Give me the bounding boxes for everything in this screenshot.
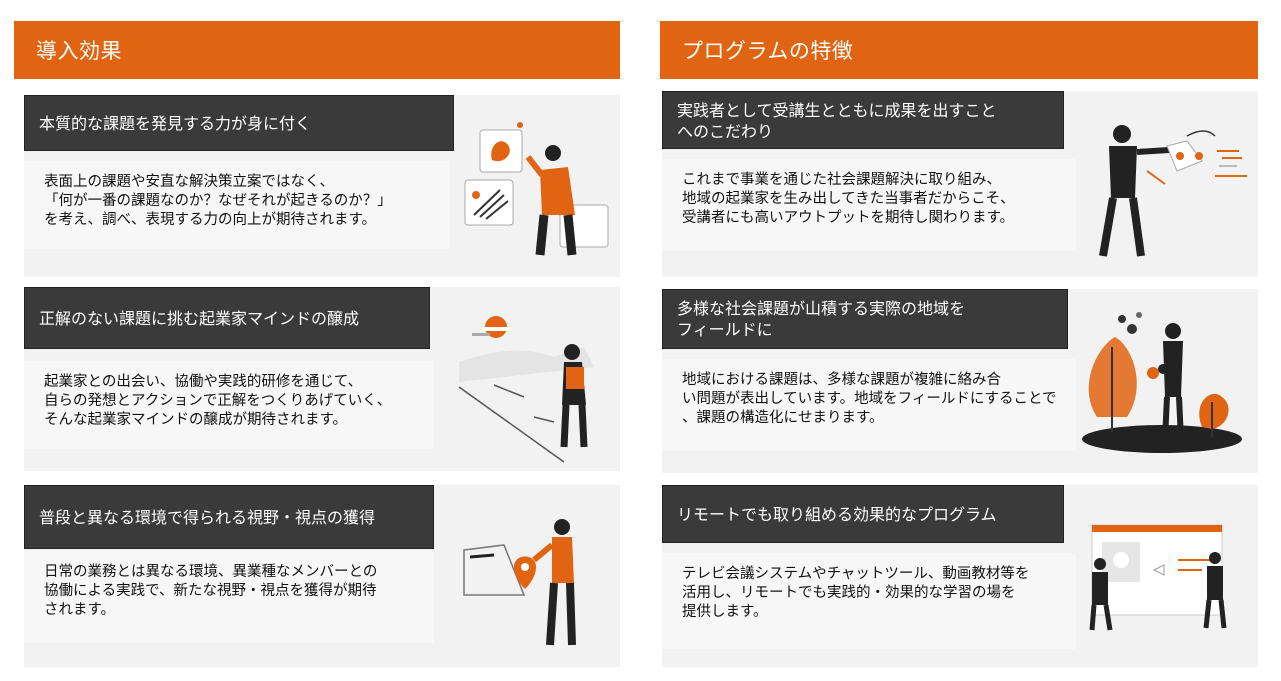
section-header-effects: 導入効果 (14, 21, 620, 79)
effect-card-1-body: 表面上の課題や安直な解決策立案ではなく、 「何が一番の課題なのか？なぜそれが起き… (24, 161, 450, 249)
feature-card-1: 実践者として受講生とともに成果を出すこと へのこだわり これまで事業を通じた社会… (662, 91, 1258, 277)
feature-card-1-title: 実践者として受講生とともに成果を出すこと へのこだわり (662, 91, 1064, 149)
feature-card-1-body: これまで事業を通じた社会課題解決に取り組み、 地域の起業家を生み出してきた当事者… (662, 159, 1076, 251)
hiker-illustration (458, 316, 594, 463)
column-features: プログラムの特徴 実践者として受講生とともに成果を出すこと へのこだわり これま… (660, 0, 1258, 681)
effect-card-3-title: 普段と異なる環境で得られる視野・視点の獲得 (24, 485, 434, 549)
effect-card-2-title: 正解のない課題に挑む起業家マインドの醸成 (24, 287, 430, 349)
effect-card-1-title: 本質的な課題を発見する力が身に付く (24, 95, 454, 151)
section-header-features: プログラムの特徴 (660, 21, 1258, 79)
idea-chart-illustration (464, 122, 609, 256)
feature-card-3: リモートでも取り組める効果的なプログラム テレビ会議システムやチャットツール、動… (662, 485, 1258, 667)
feature-card-2: 多様な社会課題が山積する実際の地域を フィールドに 地域における課題は、多様な課… (662, 289, 1258, 473)
map-pin-illustration (463, 519, 576, 646)
remote-program-illustration (1089, 524, 1227, 631)
feature-card-3-title: リモートでも取り組める効果的なプログラム (662, 485, 1064, 543)
feature-card-3-body: テレビ会議システムやチャットツール、動画教材等を 活用し、リモートでも実践的・効… (662, 553, 1076, 649)
effect-card-3-body: 日常の業務とは異なる環境、異業種なメンバーとの 協働による実践で、新たな視野・視… (24, 551, 434, 643)
feature-card-2-title: 多様な社会課題が山積する実際の地域を フィールドに (662, 289, 1068, 349)
effect-card-2-body: 起業家との出会い、協働や実践的研修を通じて、 自らの発想とアクションで正解をつく… (24, 361, 434, 449)
column-effects: 導入効果 本質的な課題を発見する力が身に付く 表面上の課題や安直な解決策立案では… (14, 0, 620, 681)
presenter-illustration (1099, 125, 1247, 257)
effect-card-3: 普段と異なる環境で得られる視野・視点の獲得 日常の業務とは異なる環境、異業種なメ… (24, 485, 620, 667)
field-trees-illustration (1082, 312, 1242, 453)
feature-card-2-body: 地域における課題は、多様な課題が複雑に絡み合 い問題が表出しています。地域をフィ… (662, 359, 1076, 451)
effect-card-2: 正解のない課題に挑む起業家マインドの醸成 起業家との出会い、協働や実践的研修を通… (24, 287, 620, 471)
effect-card-1: 本質的な課題を発見する力が身に付く 表面上の課題や安直な解決策立案ではなく、 「… (24, 95, 620, 277)
